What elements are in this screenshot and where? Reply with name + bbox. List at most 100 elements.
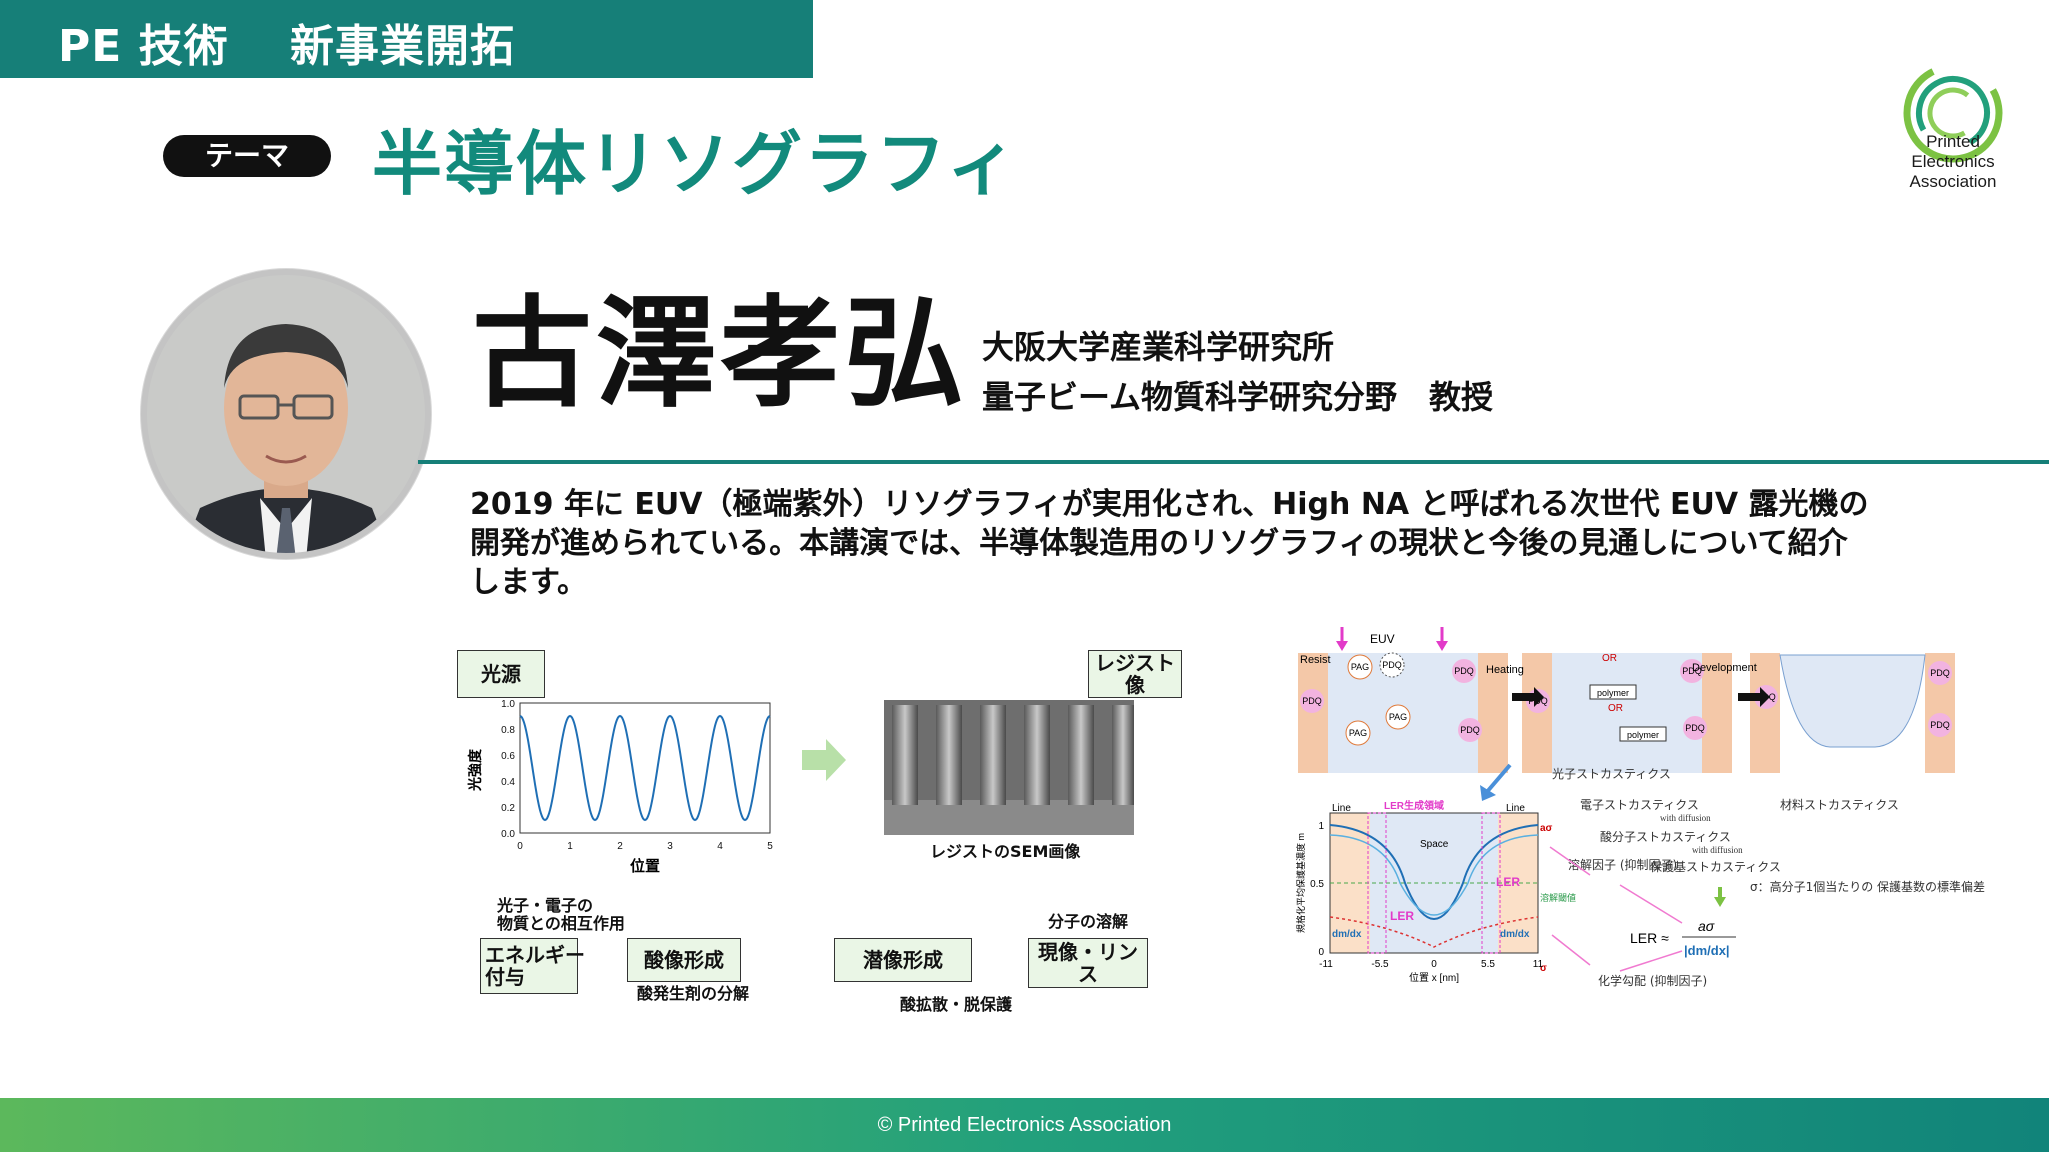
speaker-avatar	[140, 268, 432, 560]
pag-label: PAG	[1351, 662, 1369, 672]
x-tick: 5.5	[1481, 959, 1495, 970]
intensity-curve	[519, 714, 771, 822]
pdq-label: PDQ	[1930, 668, 1950, 678]
step-develop: 現像・リンス	[1028, 938, 1148, 988]
development-label: Development	[1692, 662, 1757, 674]
theme-badge: テーマ	[163, 135, 331, 177]
pag-label: PAG	[1389, 712, 1407, 722]
ler-formula-num: aσ	[1698, 918, 1715, 934]
mechanism-figure: EUV Resist PAG PDQ PAG PAG PDQ PDQ PDQ P…	[1295, 627, 1985, 988]
sigma-note: σ：高分子1個当たりの 保護基数の標準偏差	[1750, 879, 1985, 894]
diffusion-note: 酸拡散・脱保護	[900, 995, 1013, 1014]
right-arrow-icon	[802, 739, 846, 781]
ler-label: LER	[1496, 875, 1520, 889]
y-tick: 0.5	[1310, 879, 1324, 890]
line-left-label: Line	[1332, 803, 1351, 814]
affiliation-line-2: 量子ビーム物質科学研究分野 教授	[982, 378, 1494, 416]
theme-title: 半導体リソグラフィ	[372, 123, 1019, 205]
pdq-label: PDQ	[1302, 696, 1322, 706]
material-stochastics: 材料ストカスティクス	[1780, 798, 1899, 812]
header-bar	[0, 0, 813, 78]
heating-label: Heating	[1486, 664, 1524, 676]
pdq-label: PDQ	[1930, 720, 1950, 730]
dmdx-label: dm/dx	[1500, 929, 1530, 940]
logo-line-1: Printed	[1926, 132, 1980, 151]
euv-label: EUV	[1370, 632, 1395, 646]
y-tick: 1	[1318, 821, 1324, 832]
speaker-name: 古澤孝弘	[472, 285, 968, 424]
polymer-label: polymer	[1597, 688, 1629, 698]
step-latent: 潜像形成	[834, 938, 972, 982]
sem-caption: レジストのSEM画像	[930, 842, 1081, 861]
logo-line-2: Electronics	[1911, 152, 1995, 171]
interaction-note: 光子・電子の 物質との相互作用	[497, 896, 625, 933]
x-tick: -5.5	[1371, 959, 1389, 970]
ler-formula-left: LER ≈	[1630, 930, 1669, 946]
ler-region-label: LER生成領域	[1384, 799, 1444, 812]
x-tick: 1	[567, 841, 573, 852]
y-tick: 0.6	[501, 751, 515, 762]
step-energy: エネルギー 付与	[480, 938, 585, 994]
pdq-label: PDQ	[1685, 723, 1705, 733]
protect-stochastics: 保護基ストカスティクス	[1650, 859, 1781, 874]
y-tick: 0.0	[501, 829, 515, 840]
y-tick: 1.0	[501, 699, 515, 710]
pdq-label: PDQ	[1682, 666, 1702, 676]
sigma-label: σ	[1540, 963, 1547, 974]
chart-ylabel: 光強度	[467, 748, 484, 792]
y-axis-label: 規格化平均保護基濃度 m	[1295, 833, 1306, 933]
y-tick: 0	[1318, 947, 1324, 958]
pdq-label: PDQ	[1460, 725, 1480, 735]
header-title: PE 技術 新事業開拓	[58, 21, 515, 72]
abstract-line-3: します。	[470, 565, 587, 600]
affiliation-line-1: 大阪大学産業科学研究所	[982, 328, 1335, 366]
step-acid: 酸像形成	[627, 938, 741, 982]
x-tick: 2	[617, 841, 623, 852]
electron-stochastics: 電子ストカスティクス	[1580, 798, 1699, 812]
x-tick: 0	[517, 841, 523, 852]
logo-line-3: Association	[1909, 172, 1997, 191]
ler-label: LER	[1390, 909, 1414, 923]
chem-gradient: 化学勾配 (抑制因子)	[1598, 973, 1707, 988]
line-right-label: Line	[1506, 803, 1525, 814]
pag-label: PAG	[1349, 728, 1367, 738]
or-label: OR	[1608, 703, 1623, 714]
y-tick: 0.8	[501, 725, 515, 736]
y-tick: 0.2	[501, 803, 515, 814]
sem-image	[884, 700, 1134, 835]
a-sigma-label: aσ	[1540, 823, 1553, 834]
dissolution-factor: 溶解因子 (抑制因子)	[1568, 857, 1677, 872]
pdq-label: PDQ	[1454, 666, 1474, 676]
ler-formula-den: |dm/dx|	[1684, 943, 1730, 958]
footer-bar	[0, 1098, 2049, 1152]
x-tick: 3	[667, 841, 673, 852]
acid-stochastics: 酸分子ストカスティクス	[1600, 829, 1731, 844]
pdq-label: PDQ	[1382, 660, 1402, 670]
photon-stochastics: 光子ストカスティクス	[1552, 767, 1671, 781]
polymer-label: polymer	[1627, 730, 1659, 740]
label-light-source: 光源	[457, 650, 545, 698]
label-resist-image: レジスト像	[1088, 650, 1182, 698]
chart-xlabel: 位置	[630, 857, 660, 875]
y-tick: 0.4	[501, 777, 515, 788]
resist-label: Resist	[1300, 654, 1331, 666]
acid-note: 酸発生剤の分解	[637, 984, 750, 1003]
x-tick: 4	[717, 841, 723, 852]
x-tick: 11	[1533, 959, 1544, 970]
with-diffusion: with diffusion	[1692, 845, 1743, 855]
dmdx-label: dm/dx	[1332, 929, 1362, 940]
threshold-label: 溶解閾値	[1540, 892, 1576, 903]
x-tick: -11	[1319, 959, 1333, 970]
x-tick: 5	[767, 841, 773, 852]
divider	[418, 460, 2049, 464]
footer-copyright: © Printed Electronics Association	[877, 1114, 1172, 1136]
abstract-line-1: 2019 年に EUV（極端紫外）リソグラフィが実用化され、High NA と呼…	[470, 487, 1869, 522]
abstract: 2019 年に EUV（極端紫外）リソグラフィが実用化され、High NA と呼…	[470, 485, 2010, 602]
space-label: Space	[1420, 839, 1449, 850]
logo-text: Printed Electronics Association	[1888, 132, 2018, 192]
pea-logo-icon	[1903, 63, 2003, 163]
x-tick: 0	[1431, 959, 1437, 970]
intensity-chart: 1.0 0.8 0.6 0.4 0.2 0.0 0 1 2 3 4 5 位置 光…	[467, 699, 773, 875]
x-axis-label: 位置 x [nm]	[1409, 971, 1459, 984]
abstract-line-2: 開発が進められている。本講演では、半導体製造用のリソグラフィの現状と今後の見通し…	[470, 526, 1848, 561]
